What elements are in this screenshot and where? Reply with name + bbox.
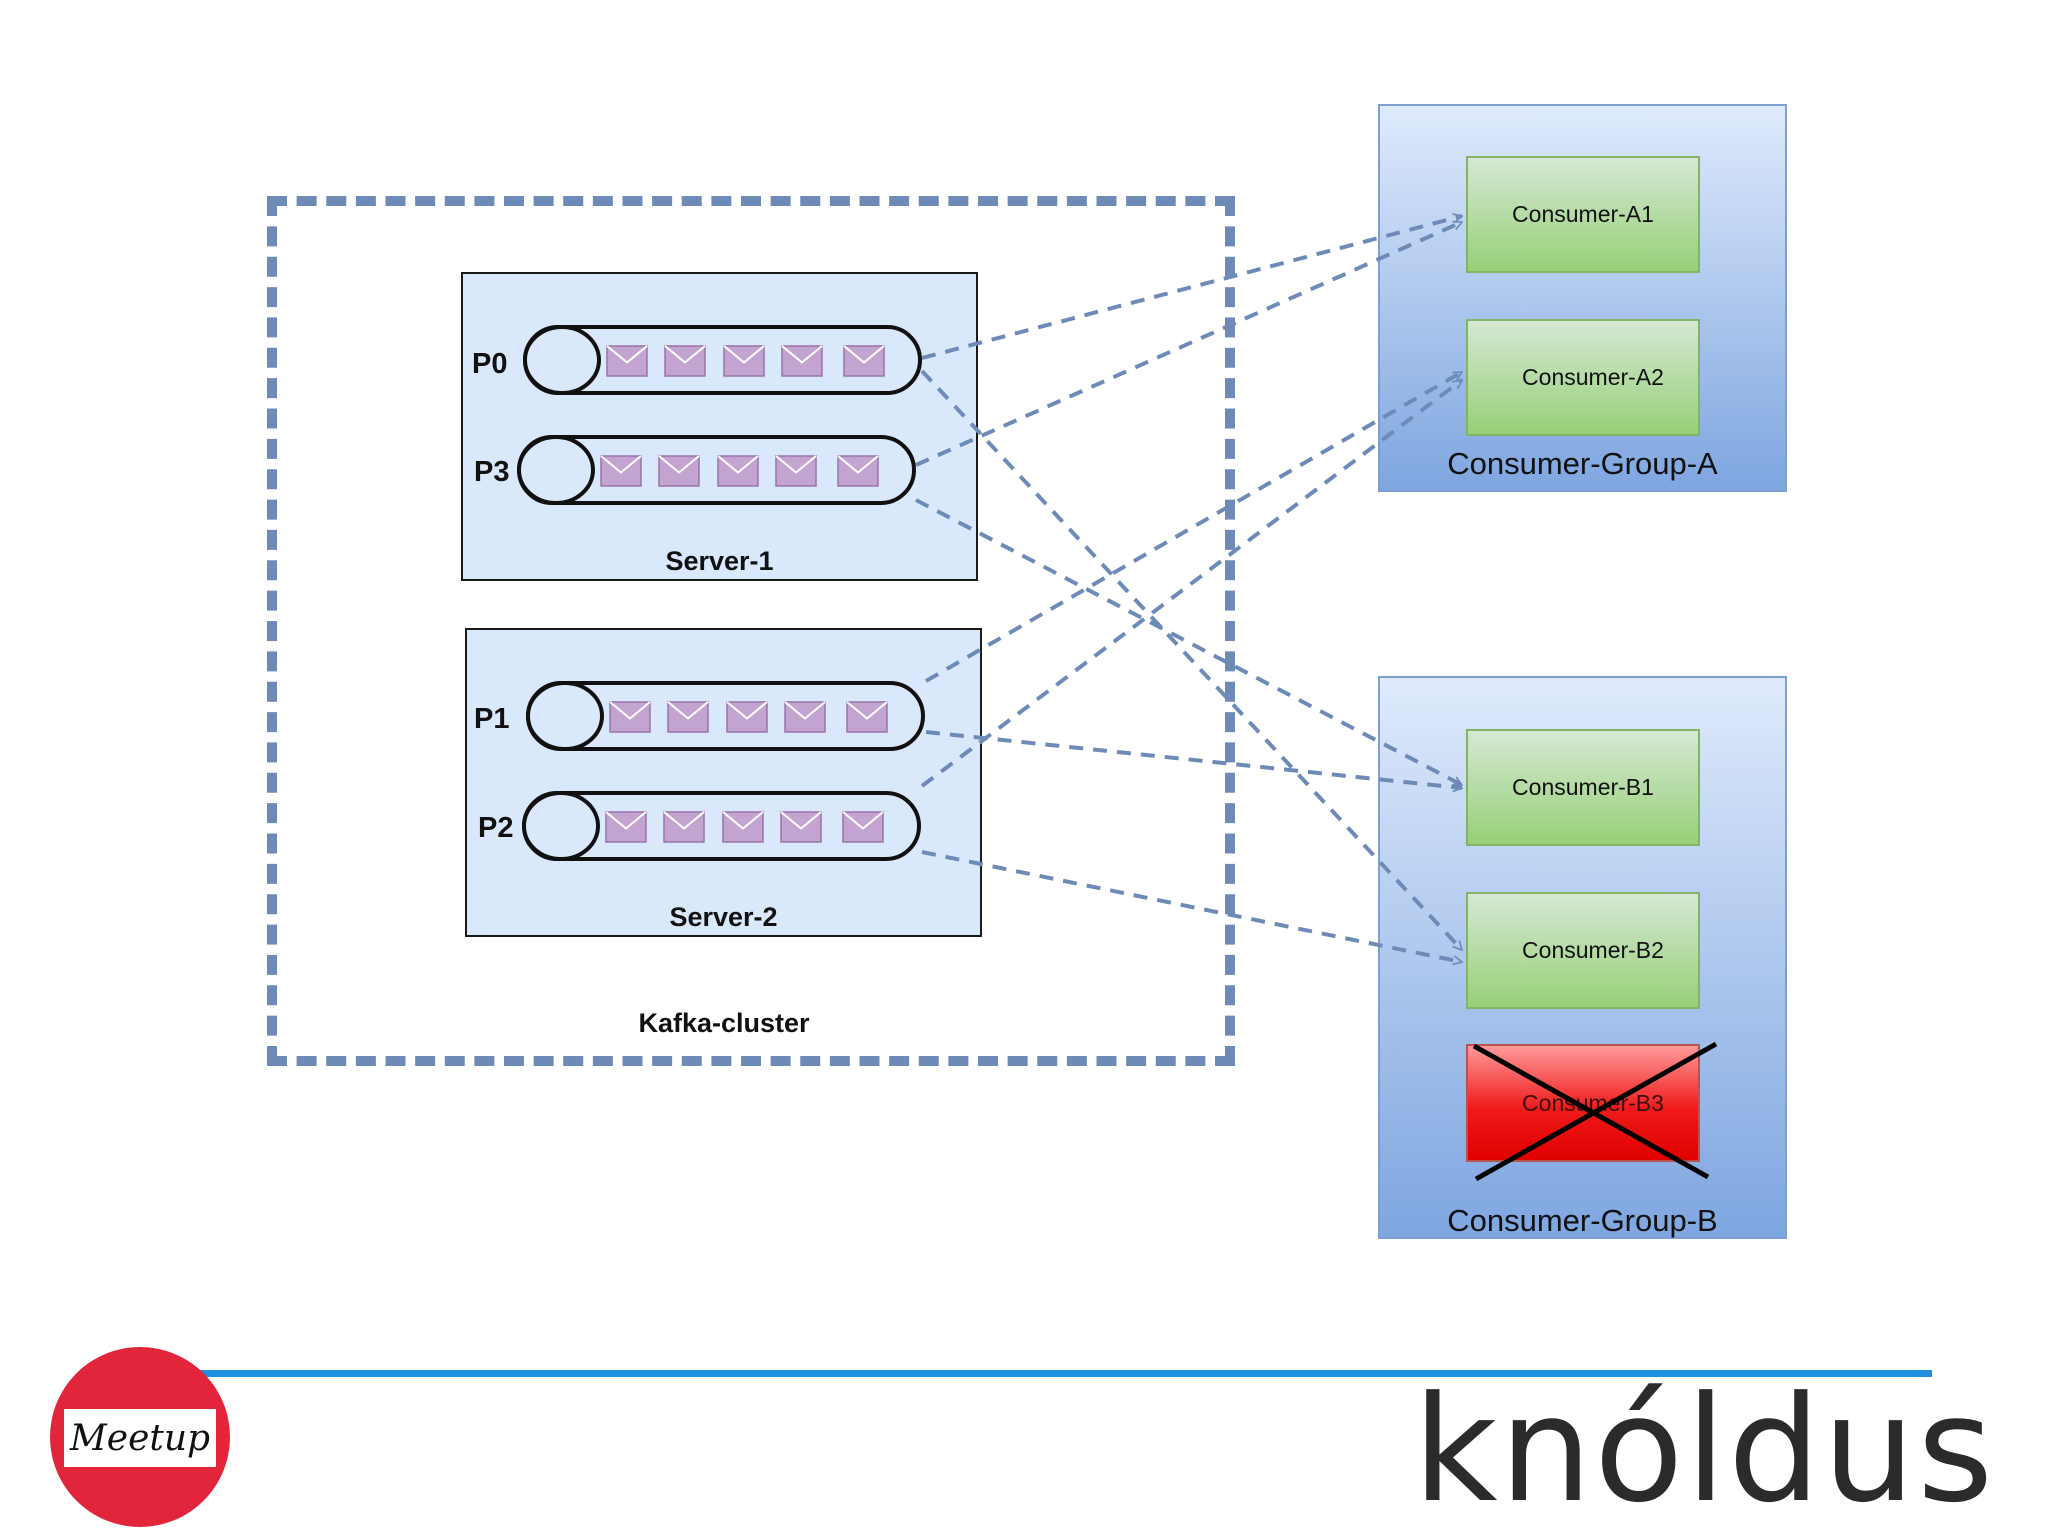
partition-label-p1: P1 xyxy=(474,703,510,735)
partition-label-p3: P3 xyxy=(474,456,510,488)
kafka-cluster-label: Kafka-cluster xyxy=(638,1008,810,1038)
message-icon xyxy=(781,345,823,377)
consumer-b2: Consumer-B2 xyxy=(1466,892,1700,1009)
message-icon xyxy=(722,811,764,843)
partition-label-p0: P0 xyxy=(472,348,508,380)
message-icon xyxy=(663,811,705,843)
consumer-a1: Consumer-A1 xyxy=(1466,156,1700,273)
message-icon xyxy=(775,455,817,487)
consumer-group-a-label: Consumer-Group-A xyxy=(1447,446,1718,481)
arrow-p3-to-a1 xyxy=(915,220,1462,467)
server-1-box: Server-1 xyxy=(461,272,978,581)
knoldus-logo: knóldus xyxy=(1413,1365,1996,1535)
message-icon xyxy=(600,455,642,487)
arrow-p1-to-b1 xyxy=(925,730,1462,788)
arrow-p3-to-b1 xyxy=(915,498,1462,787)
message-icon xyxy=(664,345,706,377)
message-icon xyxy=(667,701,709,733)
partition-label-p2: P2 xyxy=(478,812,514,844)
consumer-b1: Consumer-B1 xyxy=(1466,729,1700,846)
meetup-logo: Meetup xyxy=(50,1347,230,1527)
crossed-out-mark xyxy=(1472,1041,1718,1182)
arrow-p1-to-a2 xyxy=(925,370,1462,683)
message-icon xyxy=(842,811,884,843)
meetup-wordmark: Meetup xyxy=(64,1409,216,1467)
message-icon xyxy=(609,701,651,733)
server-1-label: Server-1 xyxy=(665,546,774,576)
message-icon xyxy=(658,455,700,487)
arrow-p0-to-a1 xyxy=(921,216,1462,360)
server-2-label: Server-2 xyxy=(669,902,778,932)
message-icon xyxy=(606,345,648,377)
arrow-p2-to-b2 xyxy=(921,850,1462,962)
consumer-a2: Consumer-A2 xyxy=(1466,319,1700,436)
message-icon xyxy=(780,811,822,843)
message-icon xyxy=(846,701,888,733)
footer-rule xyxy=(180,1370,1932,1377)
message-icon xyxy=(605,811,647,843)
arrow-p2-to-a2 xyxy=(920,378,1462,788)
message-icon xyxy=(837,455,879,487)
message-icon xyxy=(784,701,826,733)
consumer-group-b-label: Consumer-Group-B xyxy=(1447,1203,1718,1238)
server-2-box: Server-2 xyxy=(465,628,982,937)
arrow-p0-to-b2 xyxy=(920,369,1464,952)
message-icon xyxy=(726,701,768,733)
kafka-cluster-boundary xyxy=(267,196,1235,1066)
message-icon xyxy=(723,345,765,377)
message-icon xyxy=(717,455,759,487)
message-icon xyxy=(843,345,885,377)
